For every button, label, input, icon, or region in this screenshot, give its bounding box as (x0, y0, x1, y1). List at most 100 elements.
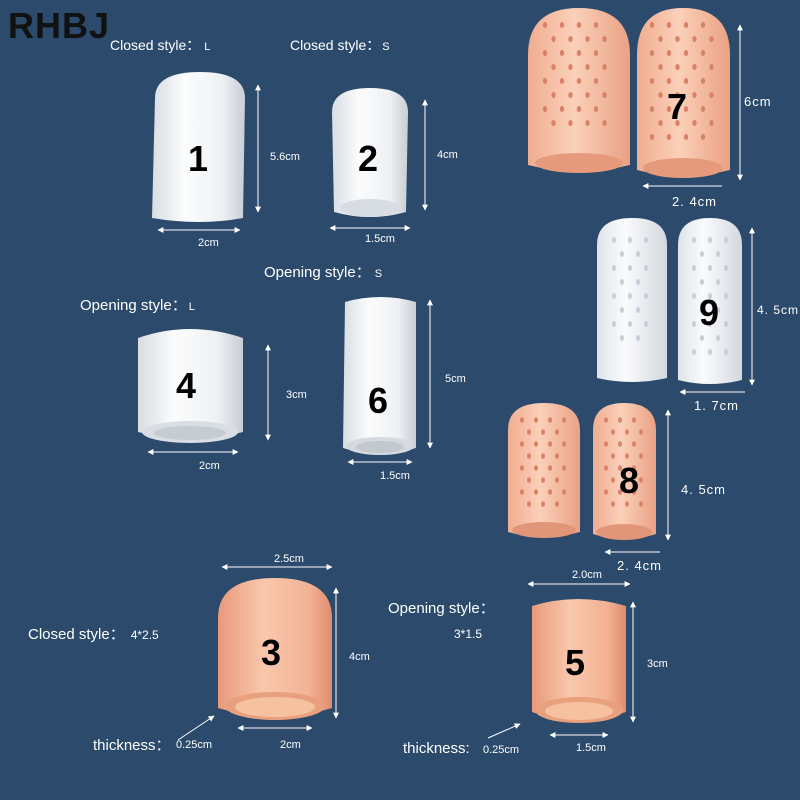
cap-5-style-label: Opening style： (388, 600, 495, 617)
cap-7-height: 6cm (744, 94, 772, 109)
cap-7-holes (542, 22, 714, 140)
perforation-hole (559, 50, 565, 56)
perforation-hole (632, 417, 636, 423)
perforation-hole (636, 279, 640, 285)
perforation-hole (666, 106, 672, 112)
perforation-hole (527, 477, 531, 483)
cap-3 (218, 578, 332, 720)
perforation-hole (534, 489, 538, 495)
perforation-hole (709, 64, 714, 70)
perforation-hole (716, 335, 720, 341)
perforation-hole (585, 92, 590, 98)
cap-7-pair (528, 8, 730, 178)
cap-3-top-width: 2.5cm (274, 553, 304, 565)
cap-4-width: 2cm (199, 460, 220, 472)
perforation-hole (700, 50, 706, 56)
cap-2-height: 4cm (437, 149, 458, 161)
perforation-hole (700, 279, 704, 285)
perforation-hole (585, 64, 590, 70)
cap-1-height: 5.6cm (270, 151, 300, 163)
perforation-hole (604, 417, 608, 423)
perforation-hole (541, 453, 545, 459)
perforation-hole (709, 92, 714, 98)
cap-4-number: 4 (176, 365, 197, 406)
perforation-hole (576, 78, 582, 84)
perforation-hole (700, 22, 706, 28)
perforation-hole (568, 64, 573, 70)
perforation-hole (551, 120, 556, 126)
perforation-hole (520, 489, 524, 495)
perforation-hole (683, 22, 689, 28)
perforation-hole (611, 477, 615, 483)
perforation-hole (666, 134, 672, 140)
perforation-hole (724, 237, 728, 243)
perforation-hole (700, 106, 706, 112)
perforation-hole (611, 453, 615, 459)
perforation-hole (618, 441, 622, 447)
cap-5-width: 1.5cm (576, 742, 606, 754)
cap-1 (152, 72, 245, 222)
cap-2-number: 2 (358, 138, 379, 179)
perforation-hole (708, 349, 712, 355)
cap-5 (532, 599, 626, 723)
perforation-hole (708, 265, 712, 271)
cap-6-height: 5cm (445, 373, 466, 385)
perforation-hole (625, 477, 629, 483)
perforation-hole (611, 501, 615, 507)
perforation-hole (666, 22, 672, 28)
perforation-hole (593, 106, 599, 112)
perforation-hole (620, 251, 624, 257)
perforation-hole (666, 78, 672, 84)
perforation-hole (692, 321, 696, 327)
perforation-hole (520, 441, 524, 447)
perforation-hole (666, 50, 672, 56)
perforation-hole (649, 22, 655, 28)
perforation-hole (618, 489, 622, 495)
perforation-hole (548, 489, 552, 495)
perforation-hole (604, 441, 608, 447)
perforation-hole (683, 134, 689, 140)
cap-6-width: 1.5cm (380, 470, 410, 482)
perforation-hole (542, 106, 548, 112)
perforation-hole (562, 465, 566, 471)
perforation-hole (708, 321, 712, 327)
cap-5-size-mark: 3*1.5 (454, 627, 483, 641)
perforation-hole (604, 465, 608, 471)
cap-9-width: 1. 7cm (694, 398, 740, 413)
perforation-hole (527, 501, 531, 507)
perforation-hole (568, 120, 573, 126)
perforation-hole (551, 36, 556, 42)
cap-8-number: 8 (619, 460, 640, 501)
perforation-hole (568, 92, 573, 98)
perforation-hole (675, 64, 680, 70)
cap-3-height: 4cm (349, 651, 370, 663)
perforation-hole (716, 307, 720, 313)
perforation-hole (649, 50, 655, 56)
perforation-hole (628, 293, 632, 299)
cap-4-height: 3cm (286, 389, 307, 401)
perforation-hole (644, 321, 648, 327)
perforation-hole (602, 36, 607, 42)
cap-8-width: 2. 4cm (617, 558, 663, 573)
perforation-hole (632, 489, 636, 495)
perforation-hole (632, 441, 636, 447)
perforation-hole (542, 78, 548, 84)
perforation-hole (716, 251, 720, 257)
perforation-hole (618, 465, 622, 471)
perforation-hole (683, 50, 689, 56)
perforation-hole (709, 120, 714, 126)
cap-2-width: 1.5cm (365, 233, 395, 245)
perforation-hole (555, 453, 559, 459)
perforation-hole (555, 477, 559, 483)
cap-6 (343, 297, 416, 455)
perforation-hole (639, 501, 643, 507)
perforation-hole (527, 453, 531, 459)
perforation-hole (520, 417, 524, 423)
perforation-hole (724, 293, 728, 299)
cap-7-number: 7 (667, 86, 688, 127)
cap-3-thickness-label: thickness： (93, 737, 171, 754)
perforation-hole (520, 465, 524, 471)
cap-2-style-label: Closed style：S (290, 37, 390, 53)
perforation-hole (555, 501, 559, 507)
